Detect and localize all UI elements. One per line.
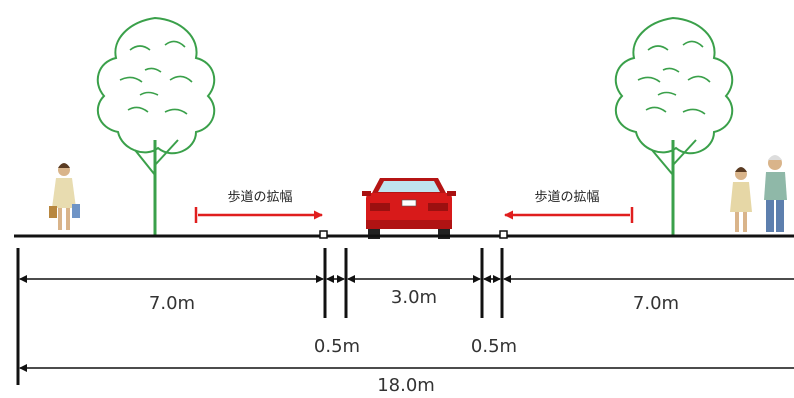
- car-icon: [362, 178, 456, 239]
- dimension-arrows: [19, 275, 794, 372]
- dim-left-buffer-label: 0.5m: [314, 336, 360, 357]
- dim-right-buffer-label: 0.5m: [471, 336, 517, 357]
- sidewalk-widening-left-label: 歩道の拡幅: [227, 190, 292, 205]
- tree-right-icon: [614, 16, 734, 235]
- dim-right-sidewalk-label: 7.0m: [633, 293, 679, 314]
- pedestrian-right-man-icon: [764, 155, 787, 232]
- curb-left: [319, 230, 328, 239]
- pedestrian-left-icon: [49, 163, 80, 230]
- pedestrian-right-woman-icon: [730, 167, 752, 232]
- tree-left-icon: [96, 16, 216, 235]
- sidewalk-widening-right-label: 歩道の拡幅: [534, 190, 599, 205]
- dim-roadway-label: 3.0m: [391, 287, 437, 308]
- dim-left-sidewalk-label: 7.0m: [149, 293, 195, 314]
- dim-total-label: 18.0m: [377, 375, 435, 396]
- sidewalk-widening-right-arrow: [504, 207, 634, 223]
- curb-right: [499, 230, 508, 239]
- dimension-extension-lines: [16, 248, 504, 385]
- sidewalk-widening-left-arrow: [194, 207, 323, 223]
